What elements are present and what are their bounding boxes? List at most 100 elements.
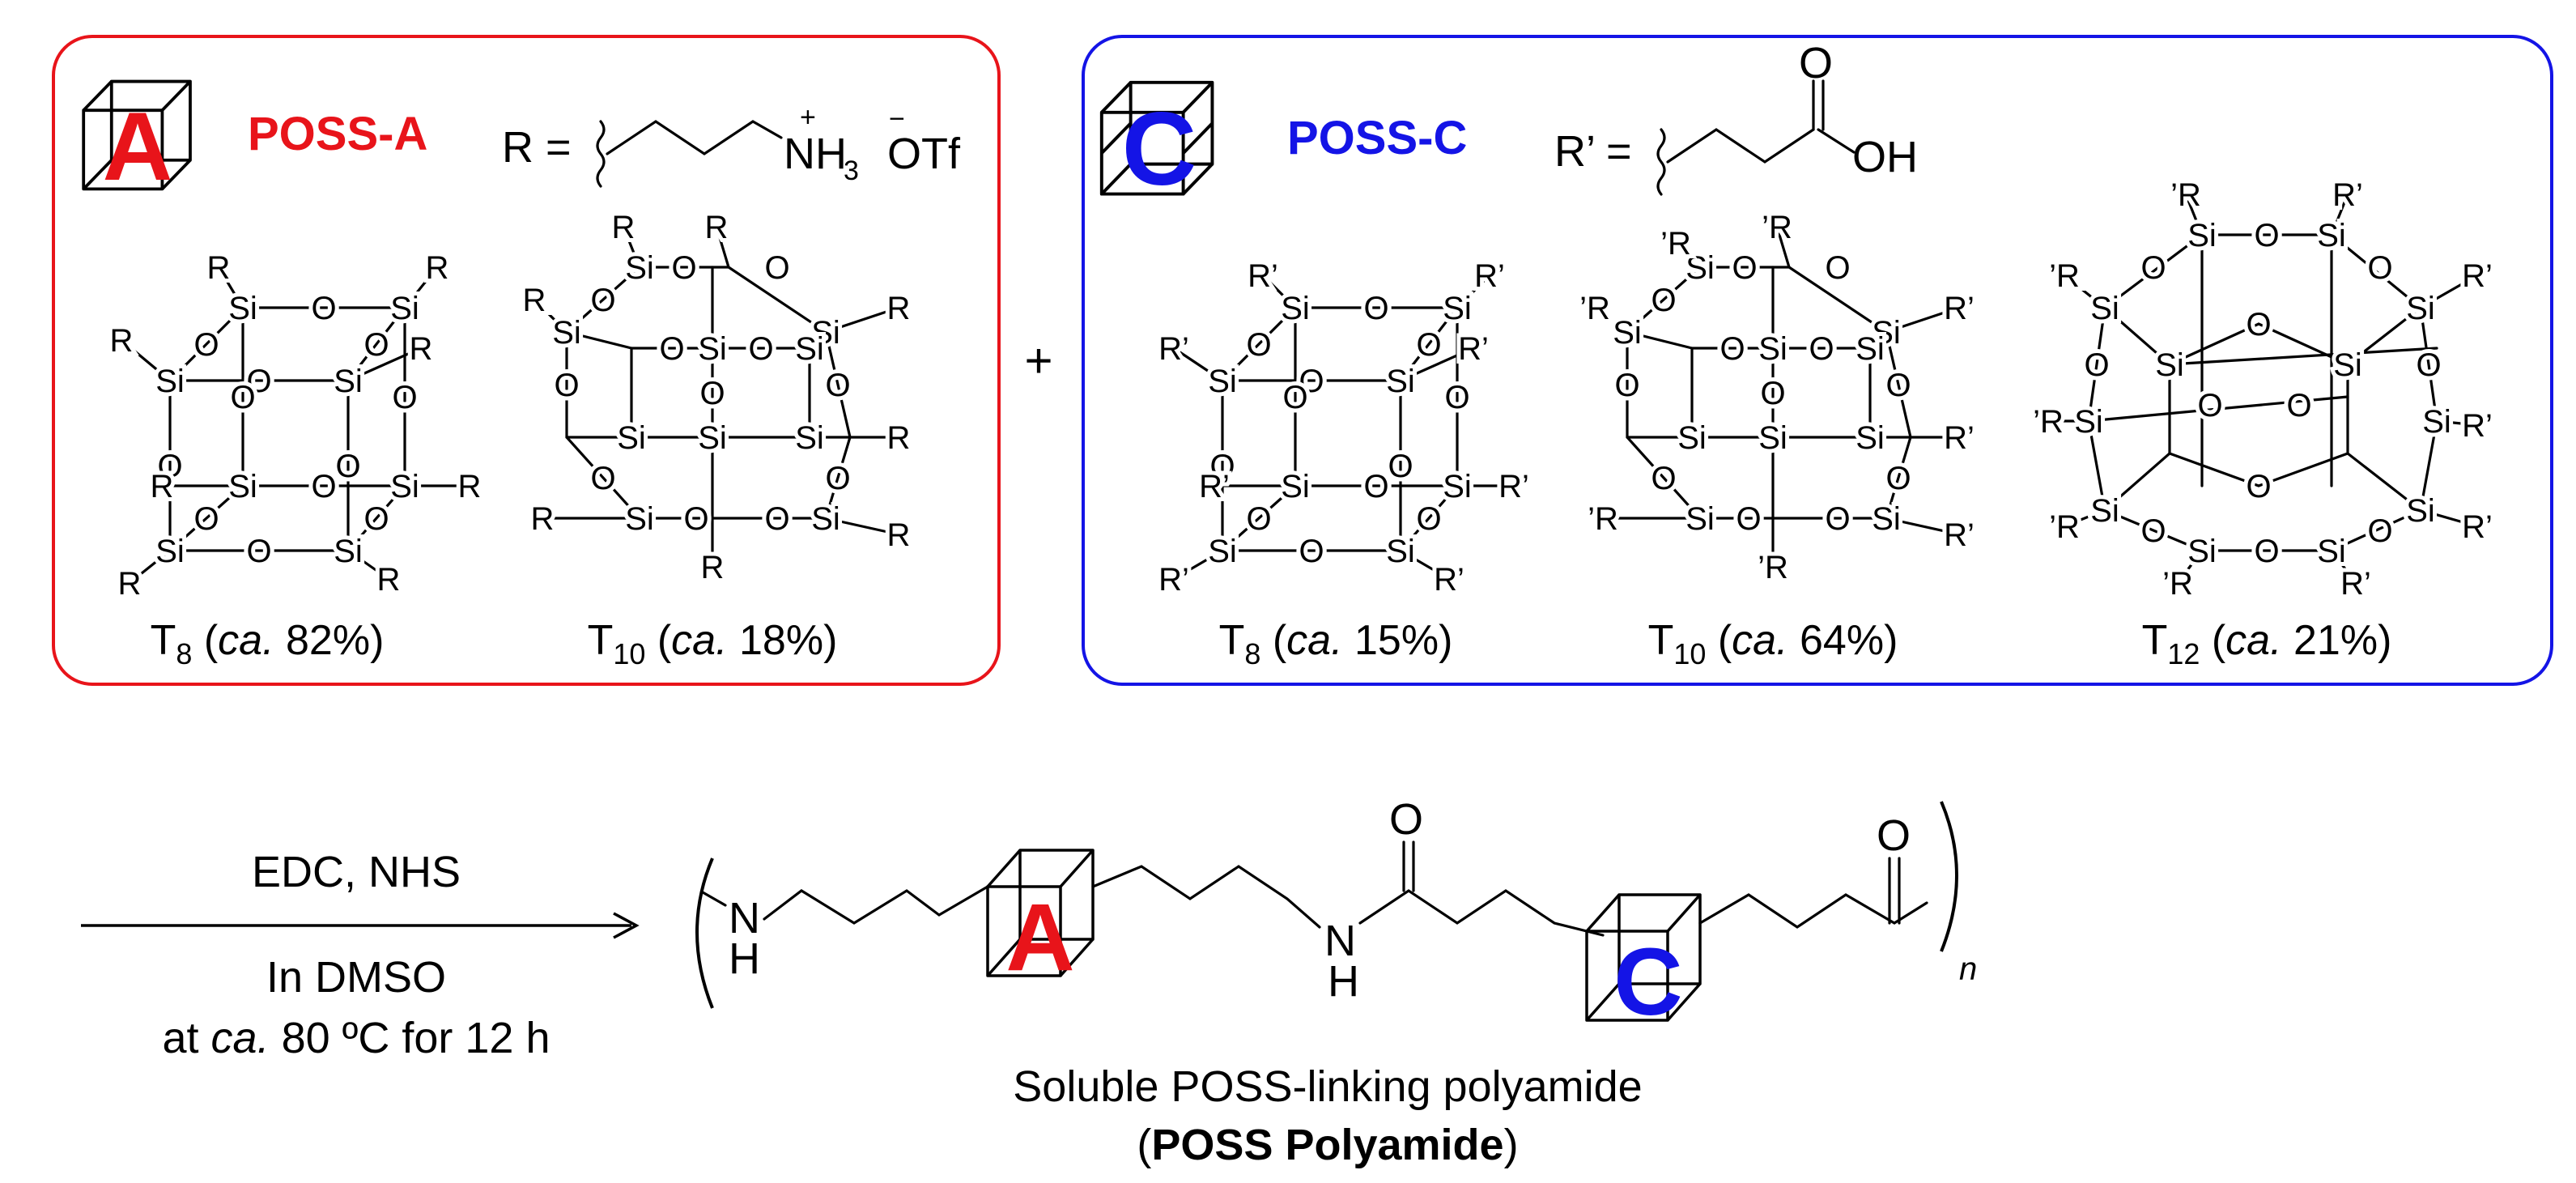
silicon-atom: Si: [2333, 347, 2362, 383]
silicon-atom: Si: [625, 250, 654, 286]
oxygen-atom: O: [1416, 501, 1441, 537]
silicon-atom: Si: [2090, 291, 2119, 326]
oxygen-atom: O: [2254, 218, 2279, 253]
silicon-atom: Si: [617, 420, 646, 456]
oxygen-atom: O: [1719, 331, 1745, 367]
oxygen-atom: O: [683, 501, 708, 537]
poss-c-badge-letter: C: [1122, 91, 1197, 207]
poss-c-cube-icon: [1099, 80, 1214, 196]
oxygen-atom: O: [246, 534, 271, 569]
substituent-r: R: [458, 469, 482, 504]
poss-a-charge-plus: +: [800, 102, 816, 133]
oxygen-atom: O: [246, 364, 271, 399]
oxygen-atom: O: [363, 501, 389, 537]
poss-c-frame: [1082, 35, 2553, 686]
silicon-atom: Si: [1386, 364, 1415, 399]
oxygen-atom: O: [764, 501, 789, 537]
substituent-r: R: [887, 517, 911, 553]
silicon-atom: Si: [552, 315, 581, 351]
solvent-label: In DMSO: [266, 953, 446, 1002]
oxygen-atom: O: [1760, 376, 1785, 411]
substituent-r: ’R: [2049, 258, 2080, 294]
poss-a-propyl-chain: [606, 120, 783, 155]
poss-c-wavy-bond: [1656, 128, 1666, 196]
substituent-r: R: [531, 501, 555, 537]
substituent-r: R’: [1944, 420, 1975, 456]
silicon-atom: Si: [2187, 534, 2217, 569]
oxygen-atom: O: [2084, 347, 2109, 383]
substituent-r: R’: [1248, 258, 1278, 294]
oxygen-atom: O: [590, 461, 615, 496]
substituent-r: R: [887, 420, 911, 456]
oxygen-atom: O: [311, 469, 336, 504]
poss-c-t8-caption: T8 (ca. 15%): [1219, 617, 1453, 670]
silicon-atom: Si: [1872, 315, 1901, 351]
silicon-atom: Si: [1758, 331, 1787, 367]
oxygen-atom: O: [1825, 250, 1850, 286]
amide-h: H: [1328, 957, 1359, 1006]
polymer-right-paren: [1940, 801, 1958, 952]
poss-a-badge-polymer: A: [1005, 884, 1074, 991]
poss-c-carbonyl-o: O: [1799, 39, 1833, 87]
polymer-left-paren: [695, 857, 714, 1009]
substituent-r: R: [410, 331, 433, 367]
substituent-r: R’: [1434, 562, 1464, 598]
oxygen-atom: O: [1885, 368, 1911, 403]
substituent-r: ’R: [2049, 509, 2080, 545]
substituent-r: R’: [2332, 177, 2363, 213]
oxygen-atom: O: [1614, 368, 1639, 403]
oxygen-atom: O: [230, 380, 255, 415]
silicon-atom: Si: [1208, 364, 1237, 399]
amine-n: N: [729, 894, 760, 943]
poss-a-ammonium: NH: [784, 130, 847, 178]
poss-a-charge-minus: −: [889, 104, 905, 134]
repeat-unit-n: n: [1959, 951, 1977, 987]
substituent-r: R’: [2340, 566, 2371, 602]
oxygen-atom: O: [1388, 449, 1413, 484]
poss-c-t10-cage: [1593, 225, 1961, 568]
silicon-atom: Si: [811, 501, 840, 537]
oxygen-atom: O: [2254, 534, 2279, 569]
poss-a-t10-cage: [533, 225, 900, 568]
substituent-r: R’: [1944, 517, 1975, 553]
oxygen-atom: O: [1651, 461, 1676, 496]
substituent-r: R’: [2462, 509, 2493, 545]
poss-c-t12-caption: T12 (ca. 21%): [2142, 617, 2392, 670]
poss-a-wavy-bond: [596, 120, 606, 188]
silicon-atom: Si: [155, 534, 185, 569]
silicon-atom: Si: [1443, 291, 1472, 326]
oxygen-atom: O: [671, 250, 696, 286]
oxygen-atom: O: [2367, 513, 2392, 549]
silicon-atom: Si: [1281, 469, 1310, 504]
poss-c-t8-cage: [1172, 274, 1515, 581]
oxygen-atom: O: [1809, 331, 1834, 367]
substituent-r: ’R: [1758, 550, 1788, 585]
substituent-r: R: [701, 550, 725, 585]
substituent-r: R: [377, 562, 401, 598]
oxygen-atom: O: [2197, 388, 2222, 423]
oxygen-atom: O: [2246, 307, 2271, 343]
poss-a-panel: A POSS-A R = NH 3 + − OTf: [52, 35, 1001, 686]
silicon-atom: Si: [698, 420, 727, 456]
substituent-r: R: [151, 469, 174, 504]
silicon-atom: Si: [1685, 501, 1715, 537]
substituent-r: R’: [2462, 258, 2493, 294]
silicon-atom: Si: [155, 364, 185, 399]
poss-c-hydroxyl: OH: [1852, 133, 1918, 181]
silicon-atom: Si: [795, 420, 824, 456]
substituent-r: R’: [1158, 562, 1189, 598]
silicon-atom: Si: [698, 331, 727, 367]
poss-c-panel: C POSS-C R’ = O OH: [1082, 35, 2553, 686]
poss-a-ammonium-sub: 3: [844, 155, 859, 186]
oxygen-atom: O: [2140, 250, 2166, 286]
poss-c-cube-polymer: [1585, 893, 1702, 1022]
substituent-r: R’: [1458, 331, 1489, 367]
plus-sign: +: [1024, 334, 1052, 388]
silicon-atom: Si: [2406, 291, 2435, 326]
oxygen-atom: O: [699, 376, 725, 411]
substituent-r: R’: [2462, 408, 2493, 444]
oxygen-atom: O: [764, 250, 789, 286]
conditions-label: at ca. 80 ºC for 12 h: [162, 1014, 550, 1062]
oxygen-atom: O: [2246, 469, 2271, 504]
